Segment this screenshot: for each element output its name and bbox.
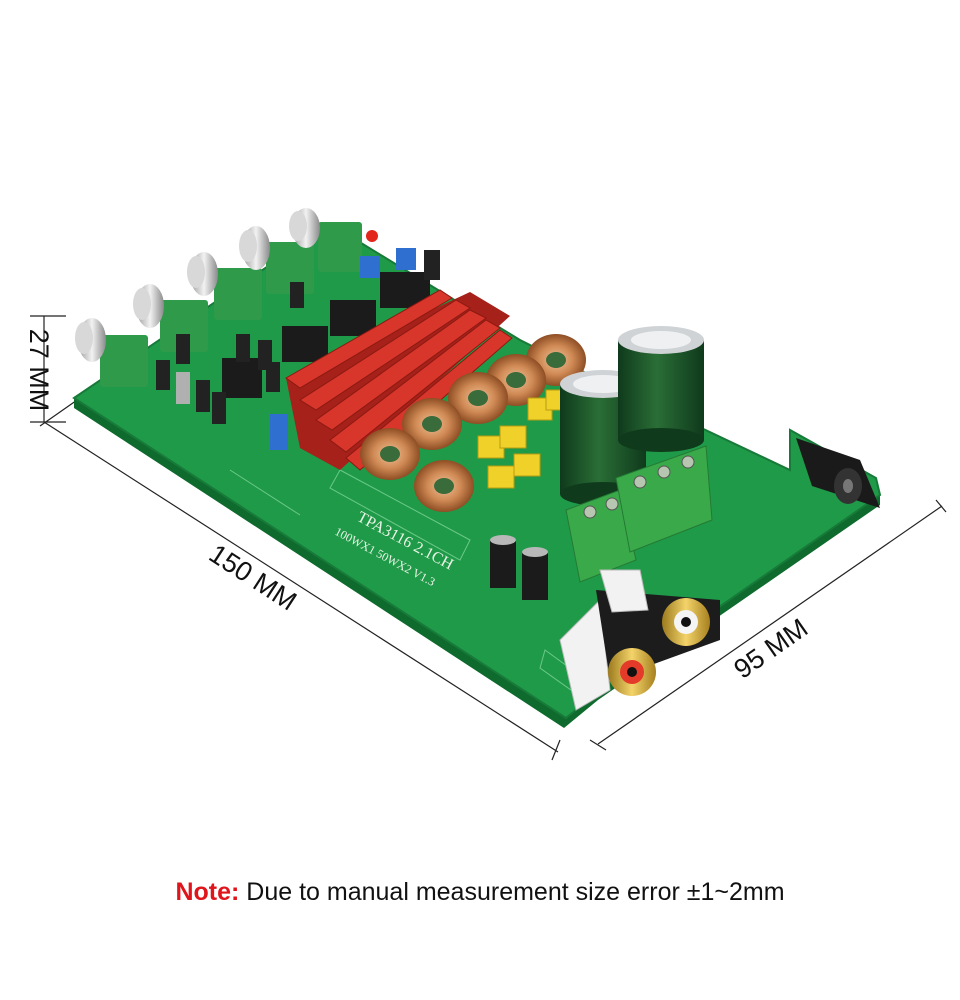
small-components (156, 230, 440, 450)
terminal-left (565, 489, 637, 583)
note-label: Note: (175, 878, 240, 906)
film-capacitors (477, 389, 567, 489)
coil-3 (448, 372, 508, 424)
measurement-note: Note: Due to manual measurement size err… (0, 878, 960, 907)
rca-jacks (559, 569, 720, 711)
knob-5 (289, 208, 362, 272)
rca-jack-white (662, 598, 710, 646)
terminal-right (615, 445, 713, 553)
capacitor-small-1 (490, 535, 516, 588)
knob-3 (187, 252, 262, 320)
width-dimension-label: 95 MM (728, 613, 813, 685)
note-text: Due to manual measurement size error ±1~… (239, 878, 785, 906)
height-dimension-label: 27 MM (24, 329, 54, 412)
capacitor-large-2 (618, 326, 704, 452)
knob-1 (75, 318, 148, 387)
inductor-coils (360, 334, 586, 512)
capacitor-small-2 (522, 547, 548, 600)
coil-6 (414, 460, 474, 512)
knob-4 (239, 226, 314, 294)
coil-5 (360, 428, 420, 480)
screw-terminals (565, 445, 713, 583)
electrolytic-capacitors (490, 326, 704, 600)
potentiometer-knobs (75, 208, 362, 387)
coil-4 (402, 398, 462, 450)
dimension-lines (30, 315, 947, 761)
knob-2 (133, 284, 208, 352)
dc-power-jack (796, 438, 880, 508)
rca-jack-red (608, 648, 656, 696)
length-dimension-label: 150 MM (204, 538, 302, 616)
